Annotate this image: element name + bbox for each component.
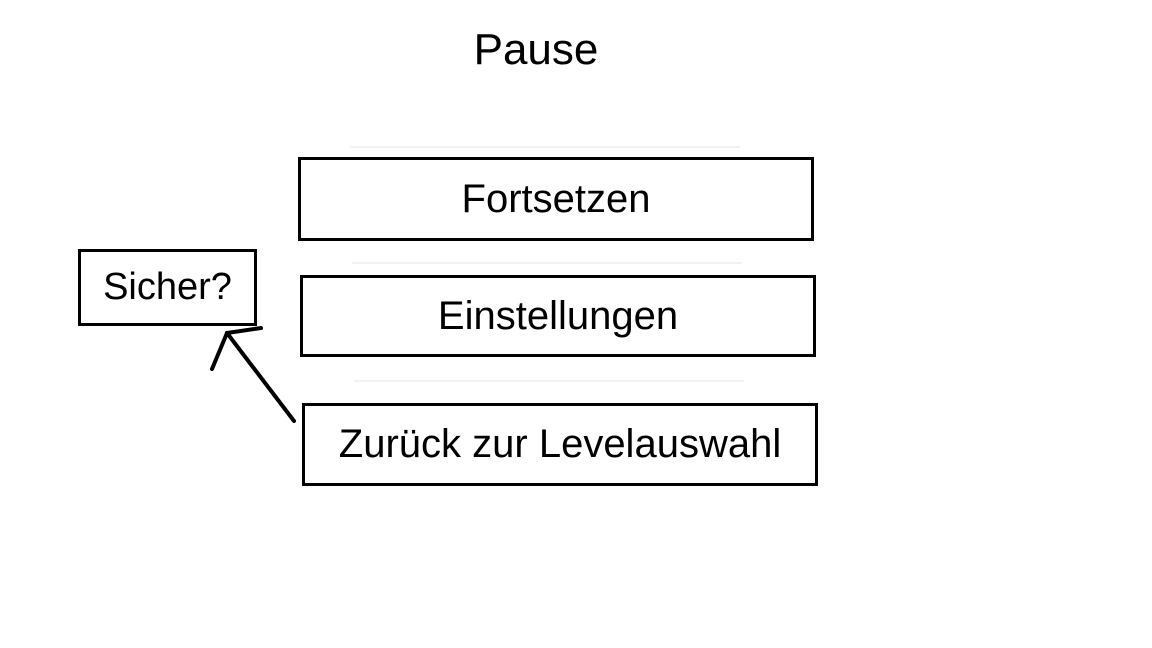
sketch-guide-line <box>354 380 744 382</box>
resume-button[interactable]: Fortsetzen <box>298 157 814 241</box>
back-to-level-select-label: Zurück zur Levelauswahl <box>338 422 782 466</box>
arrow-head-left <box>210 331 229 371</box>
settings-button-label: Einstellungen <box>437 293 679 338</box>
arrow-head-right <box>225 326 263 335</box>
pause-title: Pause <box>473 25 599 74</box>
sketch-guide-line <box>352 262 742 264</box>
confirm-prompt-label: Sicher? <box>103 266 232 308</box>
back-to-level-select-button[interactable]: Zurück zur Levelauswahl <box>302 403 818 486</box>
settings-button[interactable]: Einstellungen <box>300 275 816 357</box>
confirm-prompt: Sicher? <box>78 249 257 326</box>
sketch-guide-line <box>350 146 740 148</box>
arrow-shaft <box>225 331 296 423</box>
resume-button-label: Fortsetzen <box>461 176 651 221</box>
